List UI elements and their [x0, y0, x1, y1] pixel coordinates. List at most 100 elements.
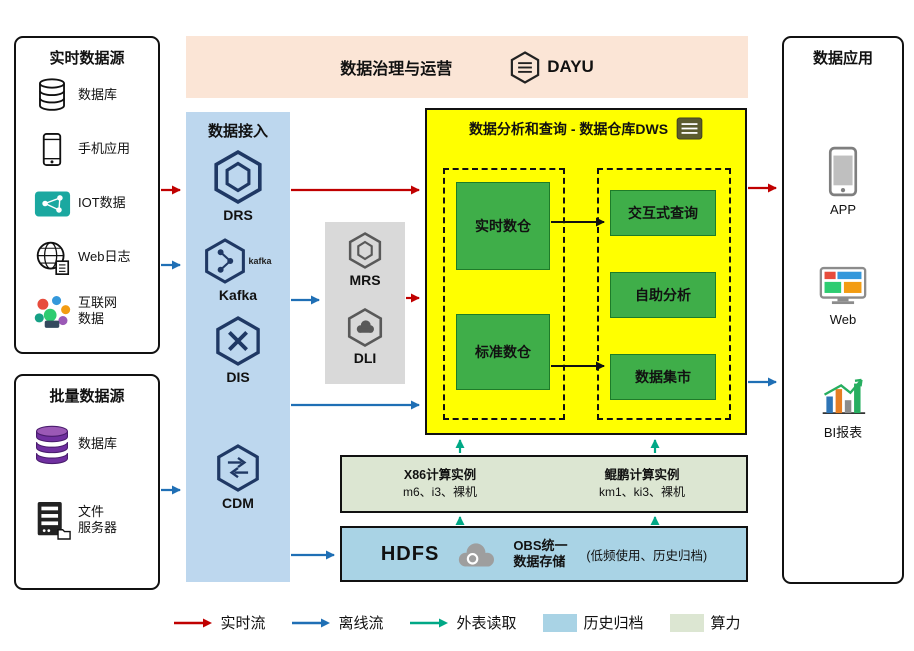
governance-banner: 数据治理与运营 DAYU [186, 36, 748, 98]
legend-item-compute-power: 算力 [669, 612, 741, 633]
processing-item-mrs: MRS [325, 232, 405, 288]
compute-subtitle: km1、ki3、裸机 [598, 485, 685, 500]
dis-icon [216, 316, 260, 366]
app-icon [828, 146, 858, 197]
source-label: Web日志 [78, 248, 131, 264]
realtime-sources-panel: 实时数据源 数据库 手机应用 [14, 36, 160, 354]
compute-title: 鲲鹏计算实例 [604, 468, 680, 483]
legend-label: 外表读取 [456, 615, 517, 632]
drs-icon [214, 150, 262, 204]
obs-cloud-icon [459, 542, 495, 566]
ingestion-label: DRS [223, 207, 253, 223]
dws-panel: 数据分析和查询 - 数据仓库DWS 实时数仓 标准数仓 交互式查询 自助分析 数… [425, 108, 747, 435]
file-server-icon [26, 500, 78, 541]
source-label: 互联网 数据 [78, 294, 118, 326]
processing-box: MRS DLI [325, 222, 405, 384]
teal-arrow-icon [410, 618, 449, 627]
kafka-logo-text: kafka [248, 256, 272, 266]
application-item-app: APP [784, 146, 902, 217]
data-ingestion-title: 数据接入 [207, 123, 268, 140]
legend-item-realtime-flow: 实时流 [173, 612, 265, 633]
globe-icon [26, 239, 78, 276]
ingestion-label: DIS [226, 369, 250, 385]
application-label: Web [829, 312, 857, 327]
phone-icon [26, 132, 78, 167]
module-data-mart: 数据集市 [610, 354, 716, 400]
red-arrow-icon [174, 618, 213, 627]
cdm-icon [217, 444, 259, 492]
dws-title: 数据分析和查询 - 数据仓库DWS [468, 120, 669, 137]
legend-item-offline-flow: 离线流 [291, 612, 383, 633]
internet-icon [26, 293, 78, 330]
application-label: BI报表 [823, 425, 863, 440]
banner-title: 数据治理与运营 [340, 61, 453, 78]
ingestion-label: CDM [222, 495, 254, 511]
application-item-web: Web [784, 266, 902, 327]
source-label: 文件 服务器 [78, 503, 118, 535]
dws-icon [676, 117, 703, 140]
application-label: APP [829, 202, 856, 217]
data-ingestion-column: 数据接入 DRS kafka Kafka [186, 112, 290, 582]
hdfs-label: HDFS [380, 542, 440, 565]
ingestion-item-kafka: kafka Kafka [186, 238, 290, 303]
processing-item-dli: DLI [325, 308, 405, 366]
web-icon [819, 266, 867, 305]
blue-arrow-icon [292, 618, 331, 627]
compute-strip: X86计算实例 m6、i3、裸机 鲲鹏计算实例 km1、ki3、裸机 [340, 455, 748, 513]
batch-sources-title: 批量数据源 [49, 388, 125, 405]
compute-title: X86计算实例 [403, 468, 477, 483]
obs-note: (低频使用、历史归档) [586, 548, 708, 563]
source-item-batch-database: 数据库 [16, 406, 158, 482]
module-self-service-analysis: 自助分析 [610, 272, 716, 318]
source-item-mobile-app: 手机应用 [16, 122, 158, 176]
compute-group-kunpeng: 鲲鹏计算实例 km1、ki3、裸机 [599, 467, 685, 500]
mrs-icon [348, 232, 382, 269]
legend-label: 历史归档 [583, 615, 644, 632]
source-label: 数据库 [78, 86, 118, 102]
module-interactive-query: 交互式查询 [610, 190, 716, 236]
ingestion-label: Kafka [218, 287, 258, 303]
bi-icon [822, 378, 866, 415]
module-realtime-warehouse: 实时数仓 [456, 182, 550, 270]
compute-subtitle: m6、i3、裸机 [402, 485, 477, 500]
legend: 实时流 离线流 外表读取 历史归档 算力 [0, 612, 914, 633]
obs-label: OBS统一 数据存储 [513, 538, 568, 569]
source-label: 数据库 [78, 435, 118, 451]
compute-power-swatch [669, 613, 704, 632]
processing-label: DLI [353, 350, 377, 366]
service-group [597, 168, 731, 420]
source-item-file-server: 文件 服务器 [16, 482, 158, 558]
ingestion-item-cdm: CDM [186, 444, 290, 511]
database-stack-icon [26, 422, 78, 466]
warehouse-group [443, 168, 565, 420]
storage-strip: HDFS OBS统一 数据存储 (低频使用、历史归档) [340, 526, 748, 582]
processing-label: MRS [349, 272, 381, 288]
history-archive-swatch [542, 613, 577, 632]
legend-item-history-archive: 历史归档 [542, 612, 644, 633]
realtime-sources-title: 实时数据源 [49, 50, 125, 67]
kafka-icon [205, 238, 246, 284]
data-applications-panel: 数据应用 APP Web [782, 36, 904, 584]
dayu-logo: DAYU [510, 50, 594, 84]
source-item-internet-data: 互联网 数据 [16, 284, 158, 338]
iot-icon [26, 185, 78, 222]
legend-label: 离线流 [338, 615, 384, 632]
legend-label: 实时流 [220, 615, 266, 632]
batch-sources-panel: 批量数据源 数据库 [14, 374, 160, 590]
source-item-database: 数据库 [16, 68, 158, 122]
data-applications-title: 数据应用 [812, 50, 873, 67]
source-item-iot: IOT数据 [16, 176, 158, 230]
legend-item-external-read: 外表读取 [409, 612, 517, 633]
compute-group-x86: X86计算实例 m6、i3、裸机 [403, 467, 477, 500]
legend-label: 算力 [710, 615, 741, 632]
source-item-web-log: Web日志 [16, 230, 158, 284]
source-label: IOT数据 [78, 194, 126, 210]
dayu-logo-text: DAYU [547, 57, 594, 76]
module-standard-warehouse: 标准数仓 [456, 314, 550, 390]
ingestion-item-drs: DRS [186, 150, 290, 223]
dayu-icon [510, 50, 540, 84]
ingestion-item-dis: DIS [186, 316, 290, 385]
database-icon [26, 77, 78, 114]
application-item-bi-report: BI报表 [784, 376, 902, 441]
